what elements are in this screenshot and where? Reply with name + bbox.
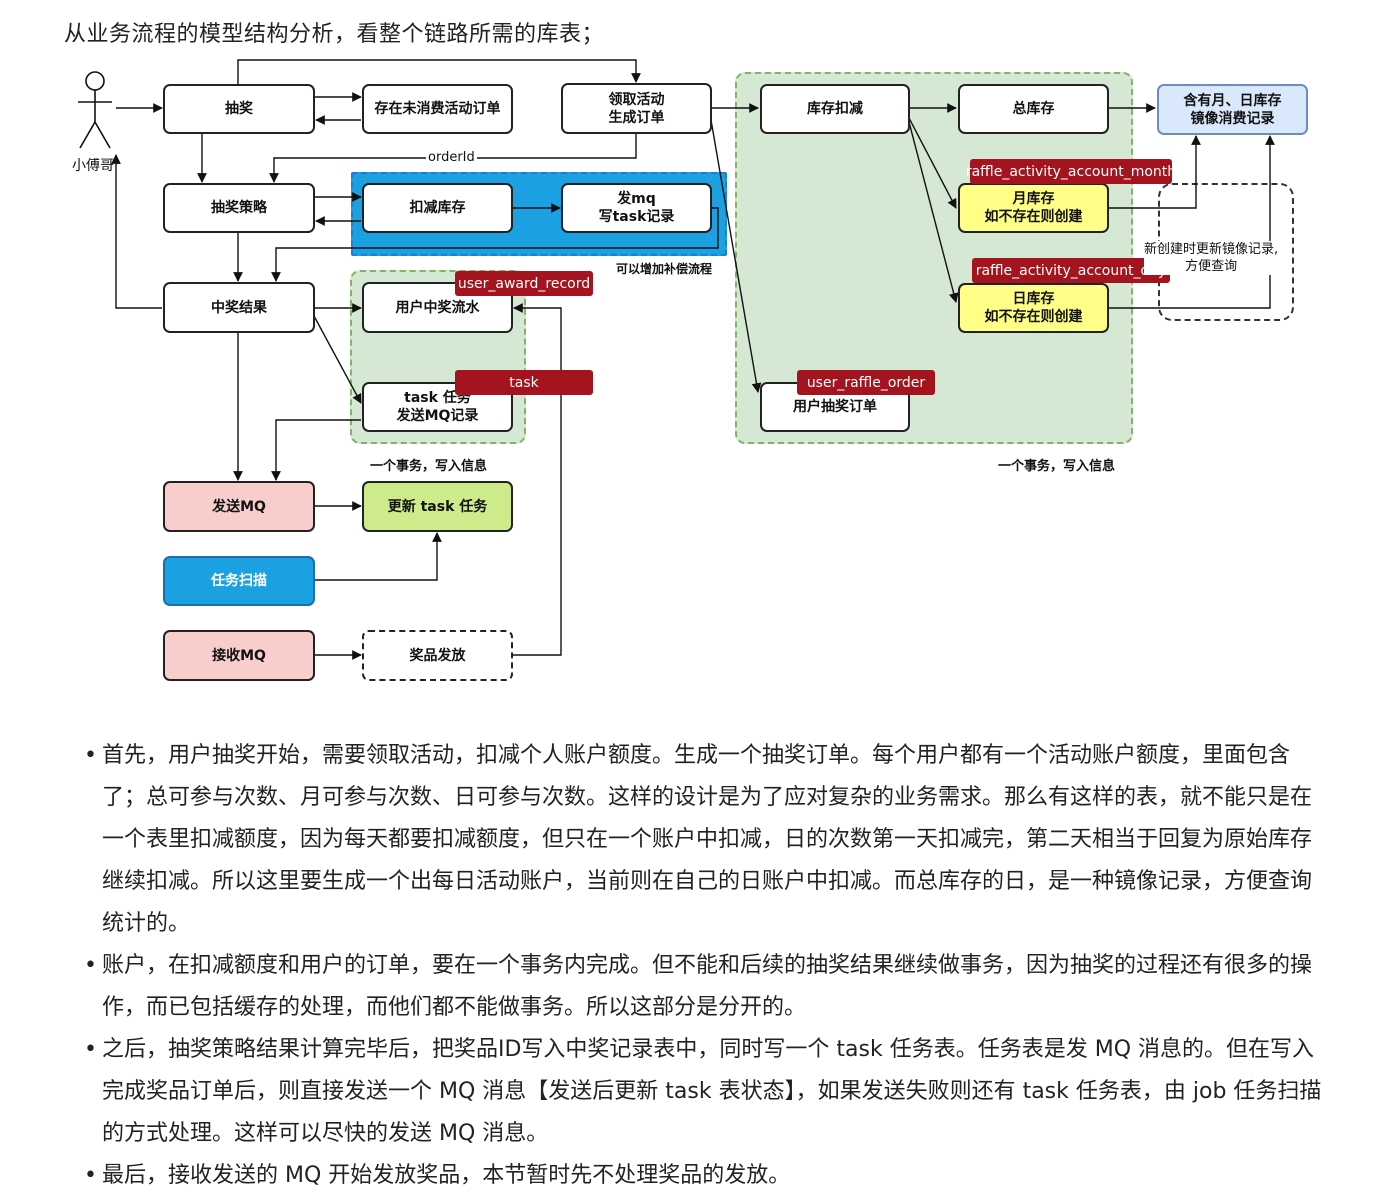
node-lottery: 抽奖 (163, 84, 315, 134)
node-month-stock: 月库存 如不存在则创建 (958, 183, 1109, 233)
flow-diagram: 小傅哥 抽奖 存在未消费活动订单 领取活动 生成订单 抽奖策略 扣减库存 发mq… (72, 59, 1308, 681)
label-tx-right: 一个事务，写入信息 (998, 459, 1116, 474)
node-strategy: 抽奖策略 (163, 183, 315, 233)
node-send-mq: 发送MQ (163, 481, 315, 532)
explanation-list: •首先，用户抽奖开始，需要领取活动，扣减个人账户额度。生成一个抽奖订单。每个用户… (84, 735, 1324, 1197)
list-item: •之后，抽奖策略结果计算完毕后，把奖品ID写入中奖记录表中，同时写一个 task… (84, 1037, 1322, 1146)
tag-task: task (455, 370, 593, 395)
node-award-result: 中奖结果 (163, 282, 315, 333)
node-mirror-record: 含有月、日库存 镜像消费记录 (1157, 84, 1308, 135)
node-take-activity: 领取活动 生成订单 (561, 83, 712, 134)
node-total-stock: 总库存 (958, 84, 1109, 134)
label-mirror-note: 新创建时更新镜像记录, 方便查询 (1144, 241, 1279, 275)
node-unconsumed-order: 存在未消费活动订单 (362, 84, 513, 134)
tag-user-award-record: user_award_record (455, 271, 593, 296)
label-compensate: 可以增加补偿流程 (616, 262, 713, 276)
node-send-mq-task: 发mq 写task记录 (561, 183, 712, 233)
list-item: •最后，接收发送的 MQ 开始发放奖品，本节暂时先不处理奖品的发放。 (84, 1163, 791, 1188)
label-order-id: orderId (426, 150, 477, 165)
tag-account-day: raffle_activity_account_day (972, 258, 1170, 283)
label-tx-left: 一个事务，写入信息 (370, 459, 488, 474)
node-day-stock: 日库存 如不存在则创建 (958, 283, 1109, 333)
tag-user-raffle-order: user_raffle_order (797, 370, 935, 395)
node-receive-mq: 接收MQ (163, 630, 315, 681)
node-award-issue: 奖品发放 (362, 630, 513, 681)
section-heading: 从业务流程的模型结构分析，看整个链路所需的库表； (64, 22, 605, 47)
list-item: •账户，在扣减额度和用户的订单，要在一个事务内完成。但不能和后续的抽奖结果继续做… (84, 953, 1313, 1020)
user-actor-icon (78, 71, 112, 149)
tag-account-month: raffle_activity_account_month (966, 159, 1176, 184)
list-item: •首先，用户抽奖开始，需要领取活动，扣减个人账户额度。生成一个抽奖订单。每个用户… (84, 743, 1313, 936)
node-stock-deduct: 库存扣减 (760, 84, 910, 134)
node-task-scan: 任务扫描 (163, 556, 315, 606)
node-deduct-stock: 扣减库存 (362, 183, 513, 233)
actor-label: 小傅哥 (72, 158, 114, 174)
node-update-task: 更新 task 任务 (362, 481, 513, 532)
